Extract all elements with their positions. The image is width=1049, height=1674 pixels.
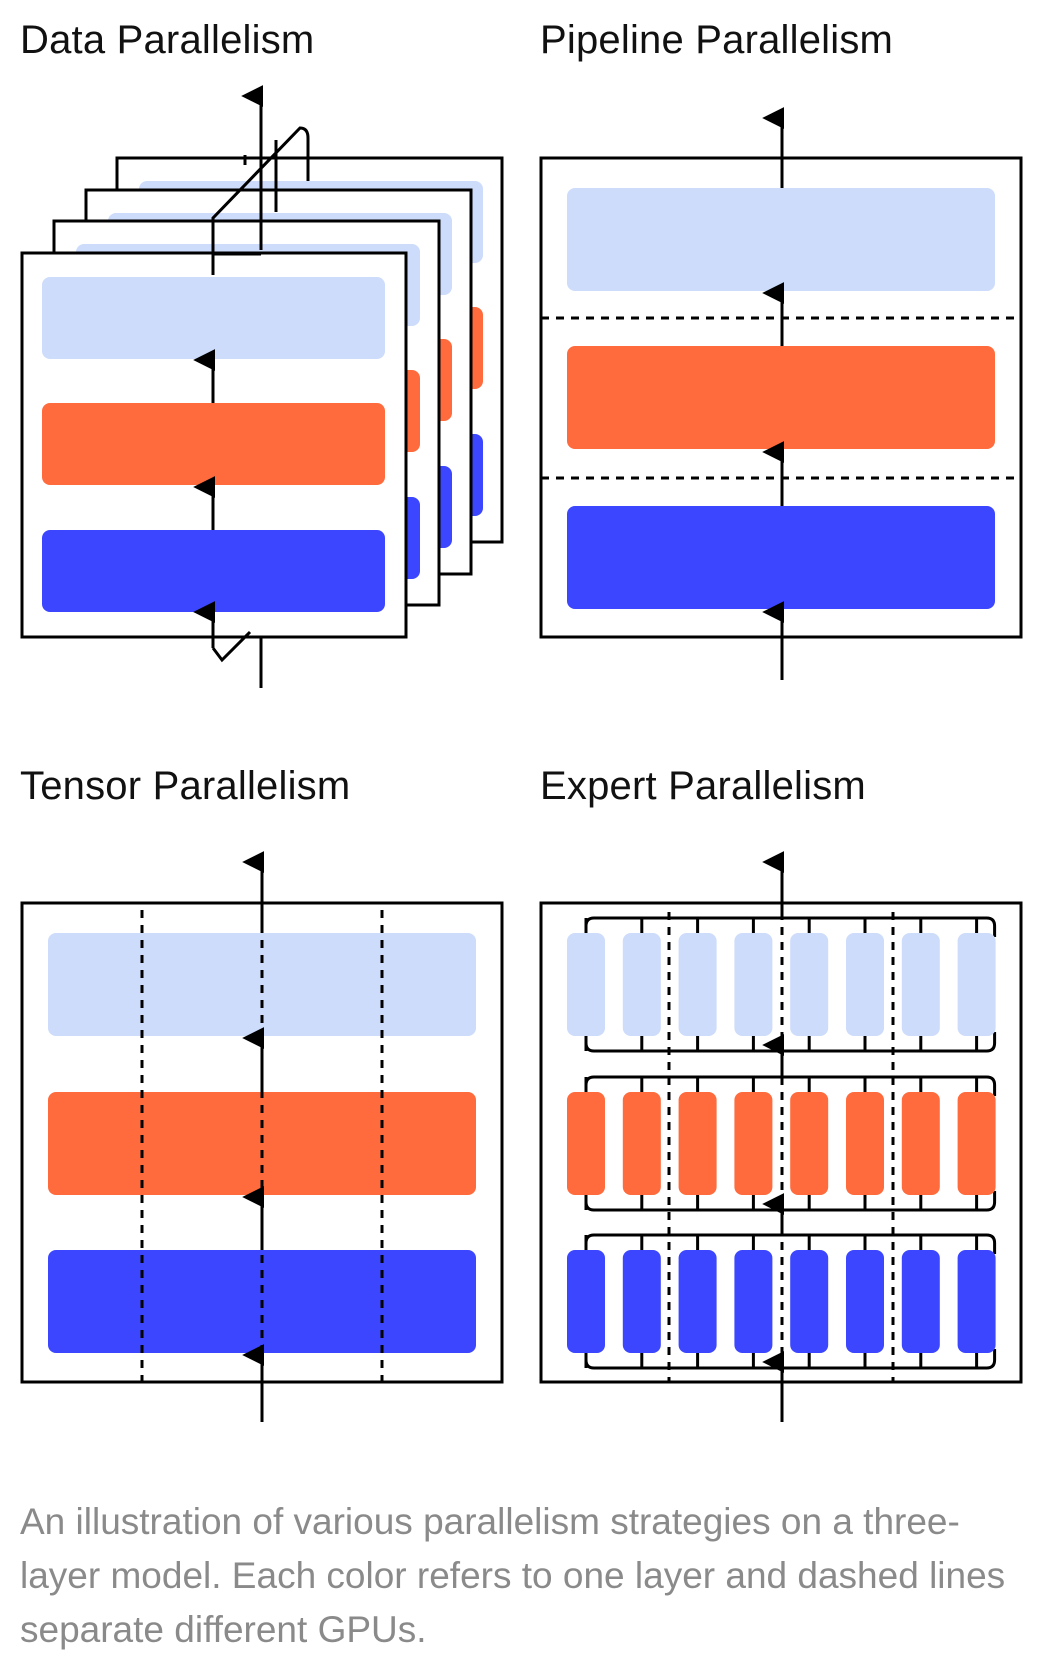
layer-top-expert bbox=[790, 933, 829, 1036]
layer-bottom-expert bbox=[901, 1250, 940, 1353]
layer-bottom-expert bbox=[957, 1250, 996, 1353]
figure-caption: An illustration of various parallelism s… bbox=[20, 1501, 1006, 1650]
pipeline-parallelism-title: Pipeline Parallelism bbox=[540, 18, 894, 62]
layer-mid-block bbox=[48, 1092, 476, 1195]
layer-mid-expert bbox=[957, 1092, 996, 1195]
data-fan-lines bbox=[211, 126, 310, 275]
layer-top-block bbox=[567, 188, 995, 291]
tensor-parallelism-title: Tensor Parallelism bbox=[20, 764, 351, 808]
layer-bottom-expert bbox=[790, 1250, 829, 1353]
layer-top-expert bbox=[901, 933, 940, 1036]
layer-mid-expert bbox=[846, 1092, 884, 1195]
parallelism-diagram bbox=[20, 85, 1023, 1422]
layer-bottom-expert bbox=[846, 1250, 884, 1353]
layer-top-expert bbox=[846, 933, 884, 1036]
data-parallelism-panel bbox=[20, 85, 504, 688]
pipeline-parallelism-panel bbox=[539, 107, 1023, 680]
layer-top-expert bbox=[567, 933, 605, 1036]
expert-layers bbox=[567, 916, 997, 1370]
layer-top-block bbox=[42, 277, 385, 359]
layer-top-expert bbox=[622, 933, 661, 1036]
layer-top-expert bbox=[957, 933, 996, 1036]
layer-bottom-expert bbox=[567, 1250, 605, 1353]
layer-mid-block bbox=[42, 403, 385, 485]
layer-mid-expert bbox=[901, 1092, 940, 1195]
layer-bottom-block bbox=[42, 530, 385, 612]
data-parallelism-title: Data Parallelism bbox=[20, 18, 315, 62]
layer-mid-expert bbox=[678, 1092, 717, 1195]
expert-parallelism-title: Expert Parallelism bbox=[540, 764, 866, 808]
layer-bottom-expert bbox=[622, 1250, 661, 1353]
layer-top-expert bbox=[734, 933, 773, 1036]
layer-mid-expert bbox=[790, 1092, 829, 1195]
data-flow-arrows bbox=[193, 85, 264, 688]
layer-mid-expert bbox=[567, 1092, 605, 1195]
tensor-parallelism-panel bbox=[20, 851, 504, 1422]
layer-mid-expert bbox=[622, 1092, 661, 1195]
replica-1 bbox=[20, 251, 408, 639]
layer-top-expert bbox=[678, 933, 717, 1036]
expert-parallelism-panel bbox=[539, 851, 1023, 1422]
layer-bottom-block bbox=[567, 506, 995, 609]
layer-mid-expert bbox=[734, 1092, 773, 1195]
layer-top-block bbox=[48, 933, 476, 1036]
layer-bottom-expert bbox=[678, 1250, 717, 1353]
layer-mid-block bbox=[567, 346, 995, 449]
layer-bottom-expert bbox=[734, 1250, 773, 1353]
